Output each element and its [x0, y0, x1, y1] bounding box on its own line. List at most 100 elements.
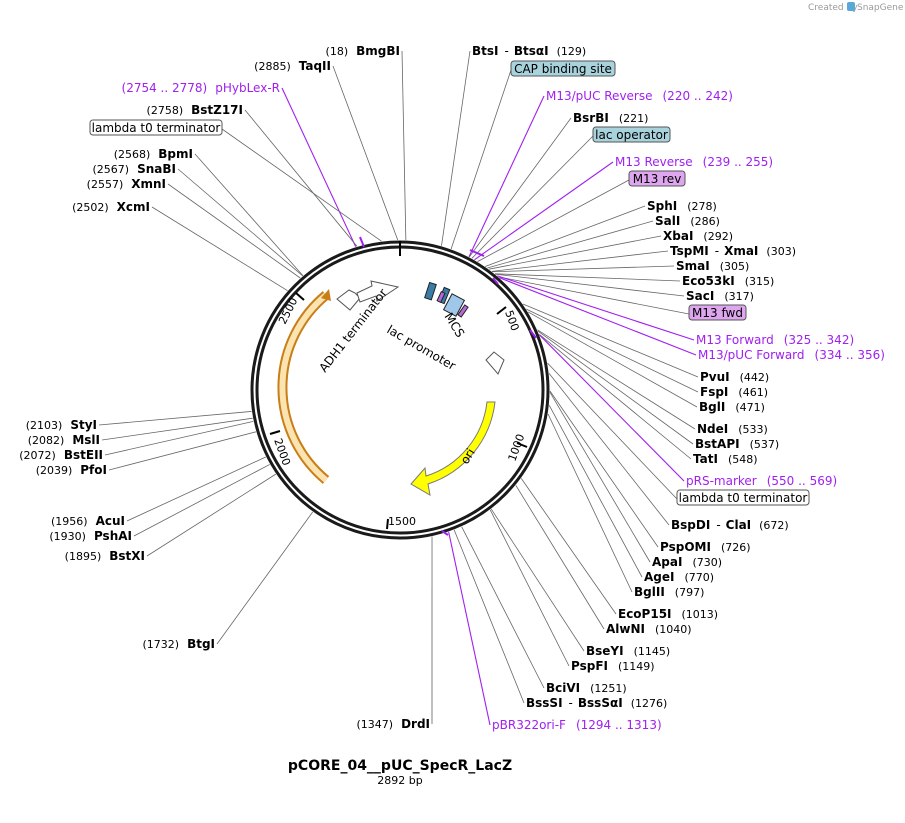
label-pspfi[interactable]: PspFI(1149) [571, 659, 655, 673]
label-alwni[interactable]: AlwNI(1040) [606, 622, 692, 636]
leader-cap [450, 69, 512, 250]
label-name-bstapi: BstAPI [695, 437, 740, 451]
leader-m13puc_fwd [499, 277, 697, 356]
label-bsssi[interactable]: BssSI-BssSαI(1276) [526, 696, 667, 710]
label-bstapi[interactable]: BstAPI(537) [695, 437, 779, 451]
label-pos-sphi: (278) [687, 200, 717, 213]
label-saci[interactable]: SacI(317) [686, 289, 754, 303]
label-pos-bspdi: (672) [759, 519, 789, 532]
label-bgli[interactable]: BglI(471) [699, 400, 765, 414]
label-bstz17i[interactable]: BstZ17I(2758) [147, 103, 243, 117]
label-box-m13fwdbox[interactable] [688, 304, 747, 321]
label-apai[interactable]: ApaI(730) [652, 555, 722, 569]
label-bsteii[interactable]: BstEII(2072) [19, 448, 103, 462]
label-pshai[interactable]: PshAI(1930) [49, 529, 132, 543]
label-ecop15i[interactable]: EcoP15I(1013) [618, 607, 718, 621]
label-phyblex[interactable]: pHybLex-R(2754 .. 2778) [122, 81, 280, 95]
label-msli[interactable]: MslI(2082) [28, 433, 100, 447]
label-lambda1[interactable]: lambda t0 terminator [89, 119, 223, 136]
label-text-lambda2: lambda t0 terminator [679, 491, 808, 505]
label-box-m13revbox[interactable] [628, 170, 686, 187]
leader-m13fwdbox [498, 276, 690, 315]
label-name-alwni: AlwNI [606, 622, 645, 636]
label-name-tspmi: TspMI [670, 244, 709, 258]
label-cap[interactable]: CAP binding site [510, 60, 616, 77]
label-bcivi[interactable]: BciVI(1251) [546, 681, 627, 695]
label-pos-btgi: (1732) [142, 638, 179, 651]
label-box-lambda1[interactable] [89, 119, 223, 136]
label-styi[interactable]: StyI(2103) [26, 418, 97, 432]
label-name-xmni: XmnI [131, 177, 166, 191]
label-pos-apai: (730) [692, 556, 722, 569]
label-pos-taqii: (2885) [254, 60, 291, 73]
label-pvui[interactable]: PvuI(442) [700, 370, 769, 384]
label-drdi[interactable]: DrdI(1347) [356, 717, 430, 731]
label-name-styi: StyI [70, 418, 97, 432]
label-btgi[interactable]: BtgI(1732) [142, 637, 215, 651]
ori-feature[interactable] [410, 401, 496, 496]
leader-pspfi [489, 509, 570, 667]
label-bstxi[interactable]: BstXI (1895) [65, 549, 145, 563]
label-box-cap[interactable] [510, 60, 616, 77]
label-btsi[interactable]: BtsI-BtsαI(129) [472, 44, 586, 58]
leader-bsrbi [468, 117, 572, 258]
label-pos-pvui: (442) [740, 371, 770, 384]
label-snabi[interactable]: SnaBI(2567) [93, 162, 176, 176]
label-pos-bseyi: (1145) [634, 645, 671, 658]
label-bsrbi[interactable]: BsrBI(221) [573, 111, 648, 125]
label-agei[interactable]: AgeI(770) [644, 570, 714, 584]
label-m13fwdbox[interactable]: M13 fwd [688, 304, 747, 321]
cap-site-marker[interactable] [424, 281, 437, 301]
label-bseyi[interactable]: BseYI(1145) [586, 644, 670, 658]
label-taqii[interactable]: TaqII(2885) [254, 59, 331, 73]
label-box-lacop[interactable] [592, 126, 671, 143]
label-pbr322[interactable]: pBR322ori-F(1294 .. 1313) [492, 718, 662, 732]
lac-promoter-arrow[interactable] [356, 280, 400, 303]
m13-rev-marker[interactable] [436, 290, 446, 304]
label-bglii[interactable]: BglII(797) [634, 585, 704, 599]
label-sphi[interactable]: SphI(278) [647, 199, 717, 213]
leader-m13puc_rev [468, 95, 545, 258]
label-eco53ki[interactable]: Eco53kI(315) [682, 274, 774, 288]
label-bmgbi[interactable]: BmgBI(18) [326, 44, 400, 58]
label-bpmi[interactable]: BpmI(2568) [114, 147, 193, 161]
label-xmni[interactable]: XmnI(2557) [87, 177, 166, 191]
label-acui[interactable]: AcuI(1956) [51, 514, 125, 528]
leader-bspdi [548, 373, 670, 526]
label-bspdi[interactable]: BspDI-ClaI(672) [671, 518, 789, 532]
label-ndei[interactable]: NdeI(533) [697, 422, 768, 436]
adh1-terminator-feature[interactable] [279, 292, 328, 483]
label-box-lambda2[interactable] [676, 489, 810, 506]
label-smai[interactable]: SmaI(305) [676, 259, 749, 273]
label-pspomi[interactable]: PspOMI(726) [660, 540, 751, 554]
label-name-drdi: DrdI [401, 717, 430, 731]
leader-eco53ki [494, 273, 681, 282]
small-feature-arrow-2[interactable] [485, 351, 505, 375]
label-pfoi[interactable]: PfoI(2039) [36, 463, 107, 477]
leader-bstapi [537, 330, 694, 445]
leader-taqii [332, 65, 399, 241]
label-fspi[interactable]: FspI(461) [700, 385, 768, 399]
tick-mark-1500 [386, 518, 389, 530]
label-sali[interactable]: SalI(286) [655, 214, 720, 228]
label-dash-btsi: - [505, 44, 509, 58]
mcs-feature[interactable] [442, 293, 466, 317]
label-m13revbox[interactable]: M13 rev [628, 170, 686, 187]
label-m13puc_rev[interactable]: M13/pUC Reverse(220 .. 242) [546, 89, 733, 103]
label-tati[interactable]: TatI(548) [693, 452, 758, 466]
label-xbai[interactable]: XbaI(292) [663, 229, 733, 243]
label-name-bstxi: BstXI [109, 549, 145, 563]
label-m13fwd[interactable]: M13 Forward(325 .. 342) [696, 333, 854, 347]
label-pos-saci: (317) [724, 290, 754, 303]
label-lambda2[interactable]: lambda t0 terminator [676, 489, 810, 506]
label-lacop[interactable]: lac operator [592, 126, 671, 143]
label-m13rev[interactable]: M13 Reverse(239 .. 255) [615, 155, 773, 169]
label-tspmi[interactable]: TspMI-XmaI(303) [670, 244, 796, 258]
label-name-msli: MslI [72, 433, 100, 447]
label-m13puc_fwd[interactable]: M13/pUC Forward(334 .. 356) [698, 348, 885, 362]
m13-fwd-marker[interactable] [457, 304, 469, 318]
label-xcmi[interactable]: XcmI(2502) [72, 200, 150, 214]
label-prs[interactable]: pRS-marker(550 .. 569) [686, 474, 837, 488]
label-name-pspomi: PspOMI [660, 540, 711, 554]
label-pos-bstxi: (1895) [65, 550, 102, 563]
